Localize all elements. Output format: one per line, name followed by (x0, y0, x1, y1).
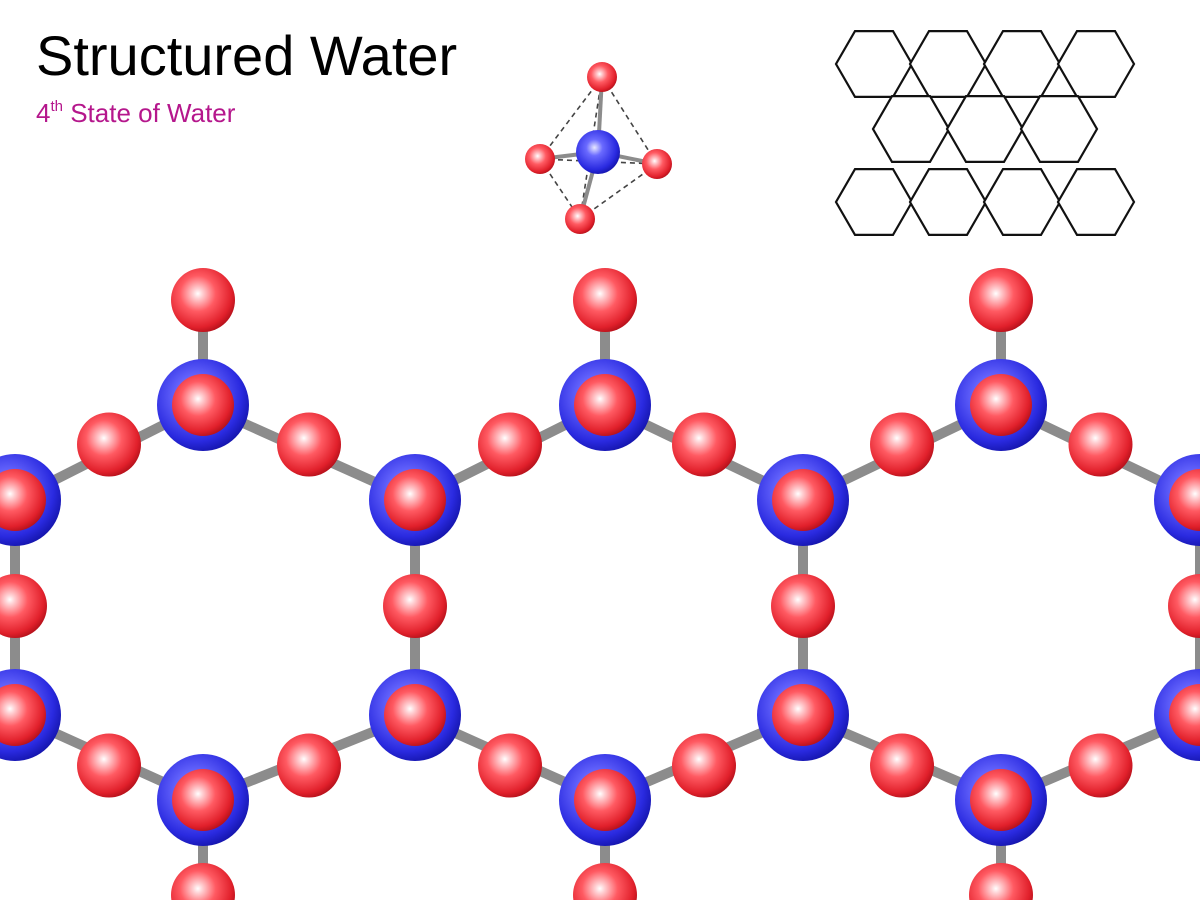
oxygen-atom (383, 574, 447, 638)
lattice-node-atom (384, 684, 446, 746)
hexagon-cell (834, 168, 914, 236)
page-title: Structured Water (36, 24, 458, 87)
oxygen-atom (1068, 412, 1133, 477)
dashed-edge (539, 76, 603, 160)
lattice-node-atom (772, 684, 834, 746)
oxygen-atom (0, 574, 47, 638)
hexagon-cell (982, 168, 1062, 236)
oxygen-atom (771, 574, 835, 638)
oxygen-atom (870, 412, 934, 477)
hexagon-cell (1019, 95, 1099, 163)
oxygen-atom (171, 268, 235, 332)
oxygen-atom (672, 733, 736, 798)
hexagon-cell (945, 95, 1025, 163)
lattice-node-atom (172, 769, 234, 831)
hexagon-cell (982, 30, 1062, 98)
dashed-edge (579, 76, 603, 220)
lattice-node-atom (1169, 469, 1200, 531)
oxygen-atom (1068, 733, 1133, 798)
oxygen-atom (870, 733, 934, 798)
lattice-node-atom (970, 769, 1032, 831)
oxygen-atom (573, 863, 637, 900)
oxygen-atom (77, 412, 141, 477)
outer-atom (642, 149, 672, 179)
hexagon-cell (908, 168, 988, 236)
lattice-node-atom (772, 469, 834, 531)
oxygen-atom (277, 733, 341, 798)
dashed-edge (579, 163, 658, 220)
oxygen-atom (478, 412, 542, 477)
subtitle-superscript: th (50, 98, 63, 115)
oxygen-atom (1168, 574, 1200, 638)
subtitle-prefix: 4 (36, 98, 51, 128)
lattice-node-atom (172, 374, 234, 436)
outer-atom (565, 204, 595, 234)
oxygen-atom (672, 412, 736, 477)
hexagon-cell (834, 30, 914, 98)
lattice-node-atom (384, 469, 446, 531)
oxygen-atom (277, 412, 341, 477)
oxygen-atom (171, 863, 235, 900)
oxygen-atom (573, 268, 637, 332)
outer-atom (587, 62, 617, 92)
central-atom (576, 130, 620, 174)
icon-group (525, 30, 1136, 236)
oxygen-atom (478, 733, 542, 798)
lattice-node-atom (970, 374, 1032, 436)
lattice-node-atom (1169, 684, 1200, 746)
lattice-node-atom (0, 684, 46, 746)
outer-atom (525, 144, 555, 174)
hexagonal-lattice (0, 268, 1200, 900)
hexagon-cell (1056, 30, 1136, 98)
hexagon-cell (871, 95, 951, 163)
lattice-node-atom (574, 374, 636, 436)
hexagon-cell (908, 30, 988, 98)
page-subtitle: 4th State of Water (36, 98, 236, 128)
oxygen-atom (77, 733, 141, 798)
subtitle-text: State of Water (62, 98, 236, 128)
hexagon-grid-icon (834, 30, 1136, 236)
dashed-edge (601, 76, 658, 165)
oxygen-atom (969, 863, 1033, 900)
lattice-node-atom (0, 469, 46, 531)
tetrahedral-molecule-icon (525, 62, 672, 234)
atom-layer (0, 268, 1200, 900)
hexagon-cell (1056, 168, 1136, 236)
oxygen-atom (969, 268, 1033, 332)
lattice-node-atom (574, 769, 636, 831)
